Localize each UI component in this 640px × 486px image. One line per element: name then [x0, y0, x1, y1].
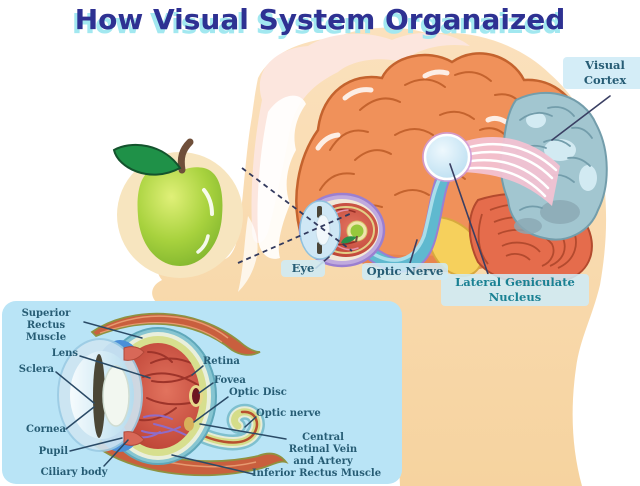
apple-stem — [177, 138, 194, 174]
optic-nerve-exit — [182, 403, 265, 451]
label-eye: Eye — [281, 260, 325, 277]
temporal-lobe — [426, 216, 483, 278]
label-cornea: Cornea — [25, 424, 66, 435]
label-sclera: Sclera — [18, 364, 54, 375]
eye-cross-section — [57, 312, 289, 477]
panel-leader-lines — [55, 321, 287, 475]
label-lens: Lens — [51, 348, 78, 359]
lateral-geniculate-nucleus-circle — [422, 132, 472, 182]
label-retina: Retina — [203, 356, 240, 367]
pathway-leader-lines — [315, 95, 611, 275]
iris-band — [93, 354, 105, 438]
label-superior-rectus-muscle: Superior Rectus Muscle — [21, 308, 71, 344]
label-visual-cortex: Visual Cortex — [563, 57, 640, 89]
nose-highlight — [238, 216, 258, 292]
label-optic-nerve-panel: Optic nerve — [256, 408, 321, 419]
sight-lines — [237, 167, 353, 264]
label-central-retinal-vein-and-artery: Central Retinal Vein and Artery — [288, 432, 358, 468]
superior-rectus-muscle-shape — [90, 312, 261, 356]
apple-leaf — [112, 143, 182, 176]
page-title: How Visual System Organaized — [74, 3, 566, 36]
ciliary-body-top — [123, 346, 145, 361]
ciliary-body-bottom — [123, 431, 145, 446]
hair — [251, 32, 470, 244]
fovea-shape — [192, 388, 200, 404]
eye-with-inverted-apple-image — [298, 192, 386, 268]
label-pupil: Pupil — [38, 446, 68, 457]
optic-disc-shape — [184, 417, 194, 431]
lens-shape — [102, 365, 130, 427]
label-optic-nerve: Optic Nerve — [362, 263, 448, 280]
label-lateral-geniculate-nucleus: Lateral Geniculate Nucleus — [441, 274, 589, 306]
label-inferior-rectus-muscle: Inferior Rectus Muscle — [252, 468, 382, 479]
label-fovea: Fovea — [214, 375, 246, 386]
hair-highlight — [257, 95, 306, 259]
label-optic-disc: Optic Disc — [229, 387, 287, 398]
label-ciliary-body: Ciliary body — [40, 467, 108, 478]
apple-icon — [112, 138, 243, 278]
